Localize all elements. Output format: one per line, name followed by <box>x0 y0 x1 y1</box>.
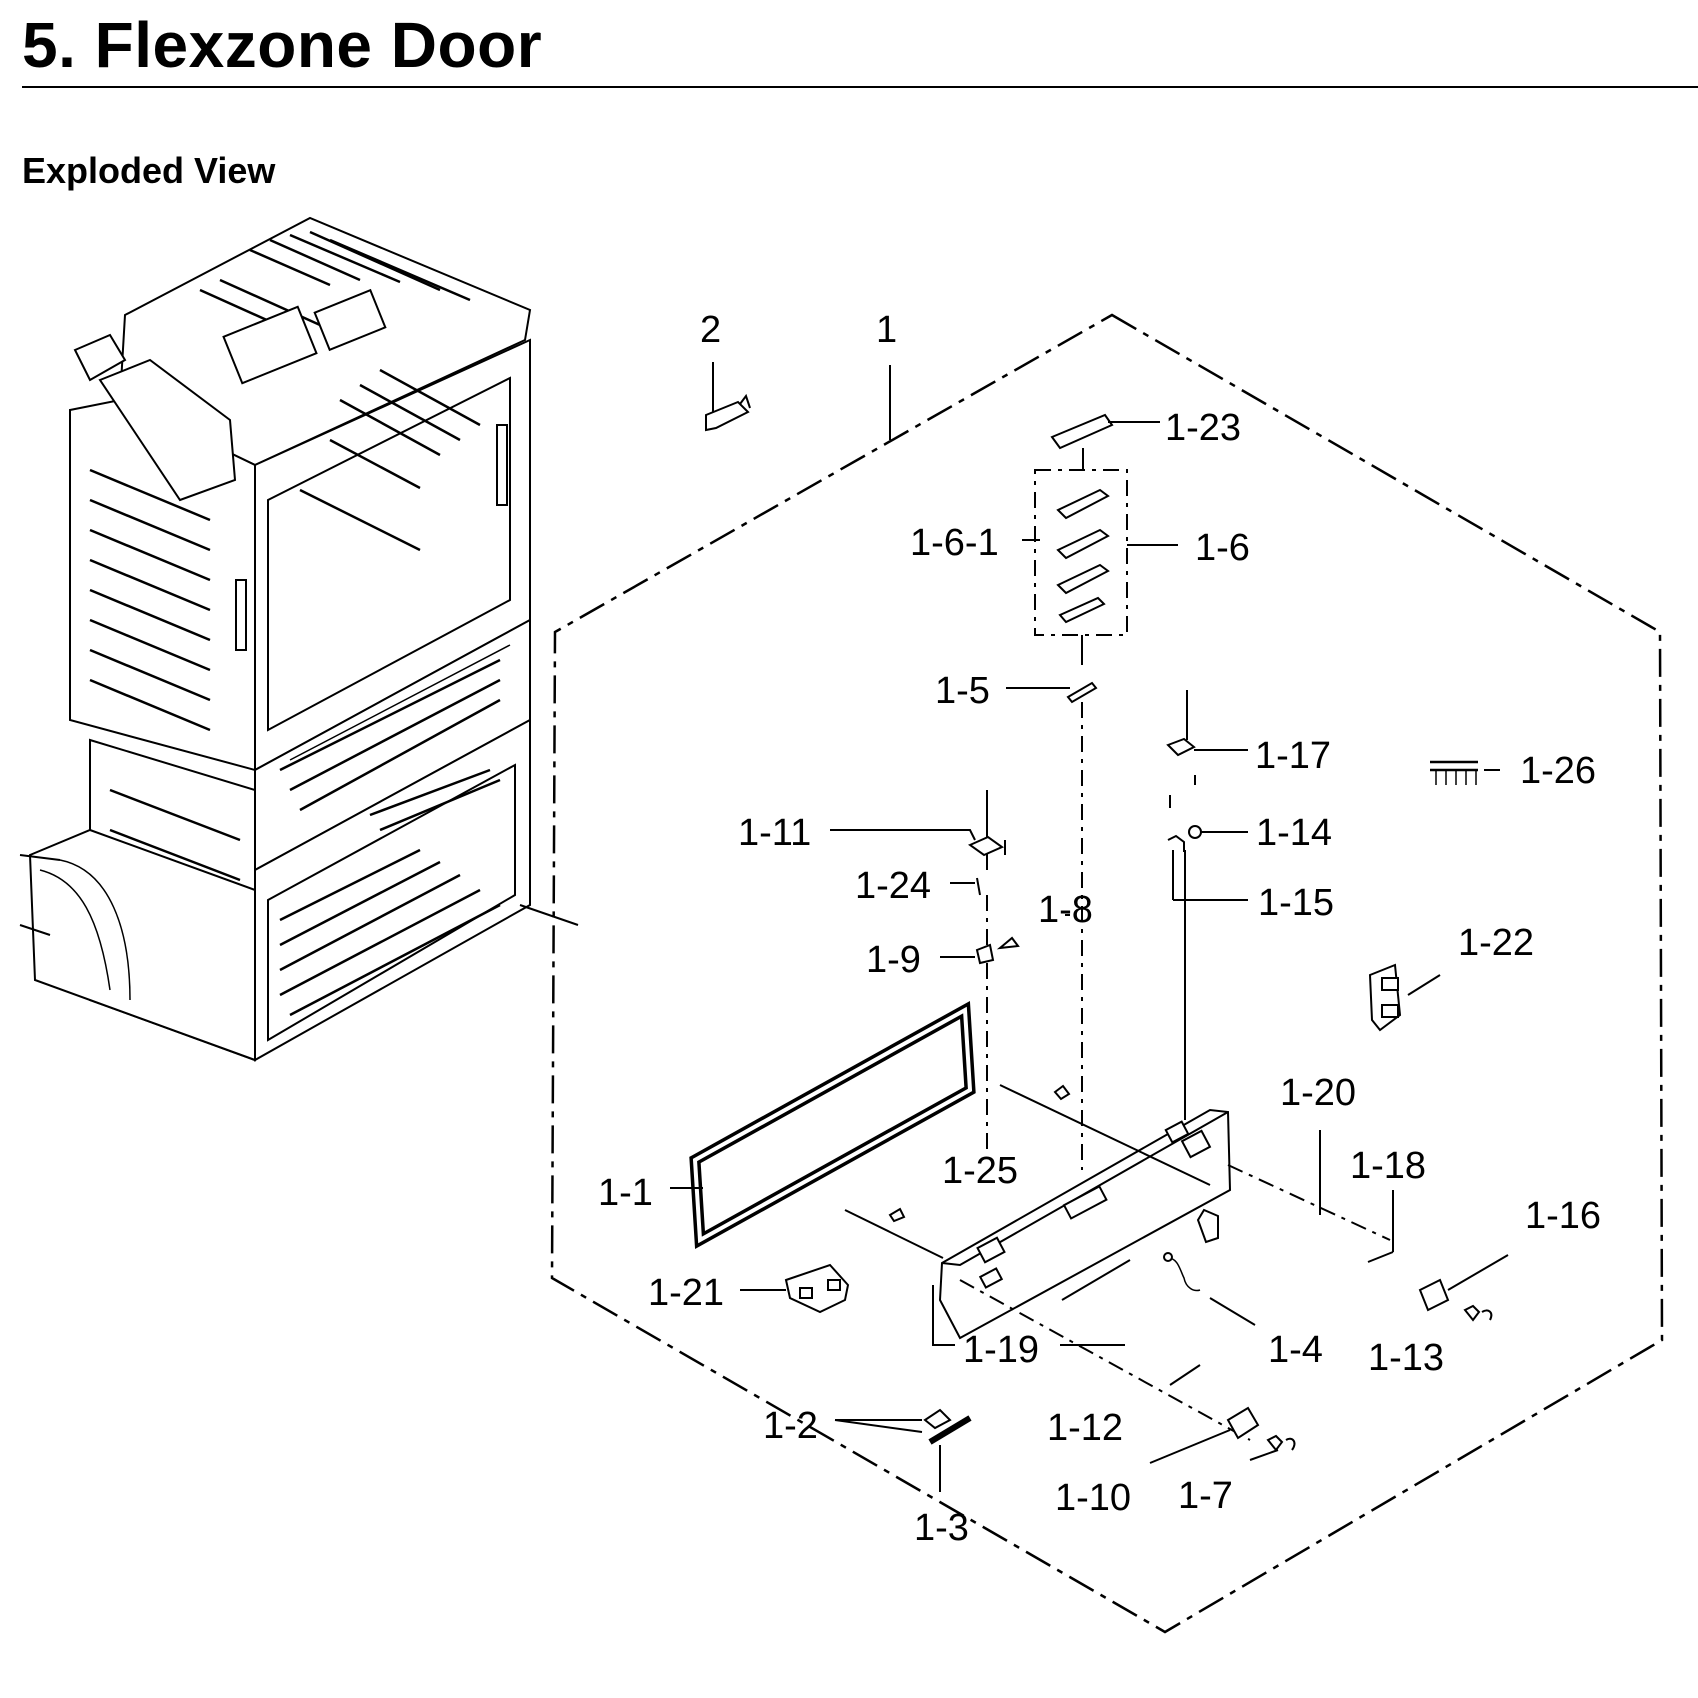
part-1-22-hinge <box>1368 963 1402 1032</box>
callout-1-18: 1-18 <box>1350 1145 1426 1187</box>
title-divider <box>22 86 1698 88</box>
part-1-8-screw <box>996 936 1020 950</box>
page-title: 5. Flexzone Door <box>22 9 543 81</box>
callout-1-1: 1-1 <box>598 1172 653 1214</box>
part-1-23-plate <box>1050 413 1114 450</box>
callout-2: 2 <box>700 309 721 351</box>
callout-1-24: 1-24 <box>855 865 931 907</box>
part-1-1-gasket <box>689 1000 976 1250</box>
refrigerator-cabinet <box>19 216 579 1062</box>
part-1-7-screw <box>1266 1434 1284 1452</box>
part-2-bracket <box>705 362 751 432</box>
section-subtitle: Exploded View <box>22 150 276 191</box>
part-1-6-buttons <box>1056 488 1110 624</box>
callout-1: 1 <box>876 309 897 351</box>
assembly-boundary <box>550 313 1664 1634</box>
part-1-4-wire <box>1167 1257 1201 1292</box>
callout-1-5: 1-5 <box>935 670 990 712</box>
callout-1-4: 1-4 <box>1268 1329 1323 1371</box>
part-1-10-plate <box>1226 1406 1260 1440</box>
callout-1-21: 1-21 <box>648 1272 724 1314</box>
part-1-17-clip <box>1166 737 1196 757</box>
callout-1-14: 1-14 <box>1256 812 1332 854</box>
part-1-11-latch <box>967 835 1005 857</box>
callout-1-13: 1-13 <box>1368 1337 1444 1379</box>
part-1-15-spring <box>1167 834 1185 852</box>
part-1-3-rod <box>928 1415 972 1445</box>
callout-1-9: 1-9 <box>866 939 921 981</box>
callout-1-10: 1-10 <box>1055 1477 1131 1519</box>
callout-1-8: 1-8 <box>1038 889 1093 931</box>
callout-1-15: 1-15 <box>1258 882 1334 924</box>
part-1-19-door-panel <box>938 1108 1232 1340</box>
part-1-16-screw <box>1463 1304 1481 1322</box>
callout-1-26: 1-26 <box>1520 750 1596 792</box>
part-1-21-bracket <box>784 1263 850 1314</box>
callout-1-17: 1-17 <box>1255 735 1331 777</box>
callout-1-2: 1-2 <box>763 1405 818 1447</box>
callout-1-6-1: 1-6-1 <box>910 522 999 564</box>
part-1-6-group-box <box>1034 469 1128 636</box>
callout-1-7: 1-7 <box>1178 1475 1233 1517</box>
callout-1-25: 1-25 <box>942 1150 1018 1192</box>
callout-1-23: 1-23 <box>1165 407 1241 449</box>
callout-1-12: 1-12 <box>1047 1407 1123 1449</box>
callout-1-22: 1-22 <box>1458 922 1534 964</box>
part-1-2-cap <box>923 1408 952 1430</box>
callout-1-20: 1-20 <box>1280 1072 1356 1114</box>
part-1-9-clip <box>975 943 995 965</box>
part-1-26-screws <box>1430 760 1478 785</box>
callout-1-19: 1-19 <box>963 1329 1039 1371</box>
part-1-14-screw <box>1188 825 1202 839</box>
part-1-5-bar <box>1066 681 1098 704</box>
callout-1-16: 1-16 <box>1525 1195 1601 1237</box>
callout-1-6: 1-6 <box>1195 527 1250 569</box>
callout-1-11: 1-11 <box>738 812 811 854</box>
callout-1-3: 1-3 <box>914 1507 969 1549</box>
part-1-13-plate <box>1418 1278 1450 1312</box>
